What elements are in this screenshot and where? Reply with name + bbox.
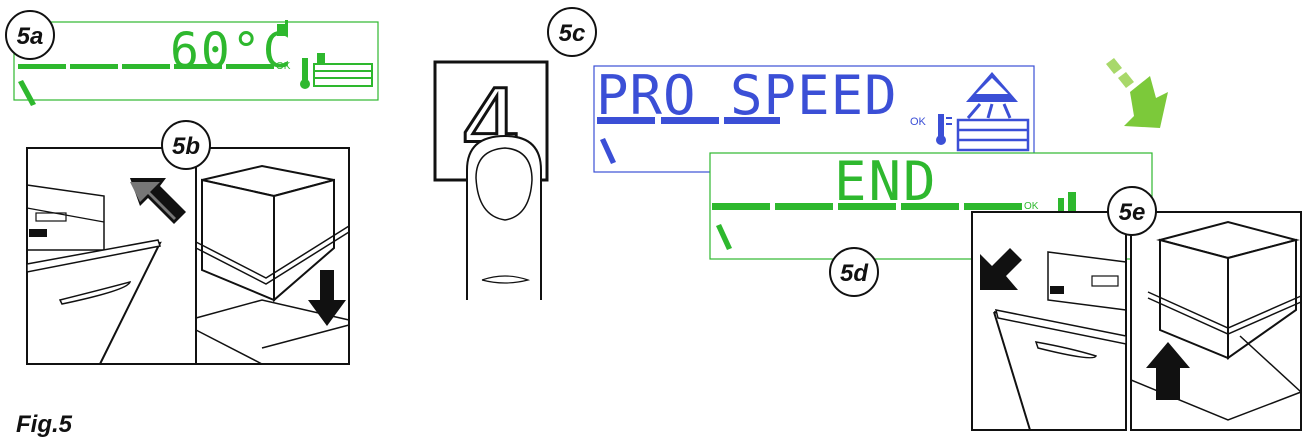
progress-bars (597, 117, 780, 124)
panel-5b-cube (195, 147, 350, 365)
display-5c: PRO SPEED OK (593, 64, 1035, 173)
step-badge-5d: 5d (829, 247, 879, 297)
arrow-icon (980, 248, 1022, 290)
spray-arm-icon (966, 72, 1018, 119)
cube-icon (1156, 220, 1300, 360)
arrow-icon (308, 270, 346, 326)
step-label-5e: 5e (1119, 199, 1146, 226)
wash-basket-icon (956, 118, 1030, 152)
step-label-5a: 5a (17, 23, 44, 50)
display-5a: 60°C OK (13, 20, 379, 106)
step-badge-5c: 5c (547, 7, 597, 57)
thermometer-icon (936, 114, 952, 145)
end-readout: END (834, 150, 938, 213)
step-badge-5e: 5e (1107, 186, 1157, 236)
finger-icon (466, 134, 542, 300)
step-label-5c: 5c (559, 20, 586, 47)
ok-label: OK (1024, 201, 1039, 212)
panel-5e-cube (1130, 211, 1302, 431)
figure-label: Fig.5 (16, 411, 73, 438)
lcd-indicator-icon (600, 138, 616, 164)
arrow-icon (1106, 58, 1168, 128)
thermometer-icon (1058, 192, 1076, 212)
small-glyph-icon (277, 20, 288, 36)
step-badge-5b: 5b (161, 120, 211, 170)
arrow-icon (1146, 342, 1190, 400)
temp-readout: 60°C (170, 23, 294, 79)
thermometer-icon (300, 58, 310, 89)
step-label-5d: 5d (840, 260, 869, 287)
wash-basket-icon (313, 53, 373, 87)
lcd-indicator-icon (18, 80, 36, 106)
ok-label: OK (910, 116, 927, 128)
program-readout: PRO SPEED (596, 64, 898, 127)
panel-5e-door (971, 211, 1127, 431)
progress-bars (712, 203, 1022, 210)
progress-bars (18, 64, 274, 69)
ok-label: OK (276, 61, 291, 72)
step-label-5b: 5b (172, 133, 200, 160)
lcd-indicator-icon (716, 224, 732, 250)
step-badge-5a: 5a (5, 10, 55, 60)
